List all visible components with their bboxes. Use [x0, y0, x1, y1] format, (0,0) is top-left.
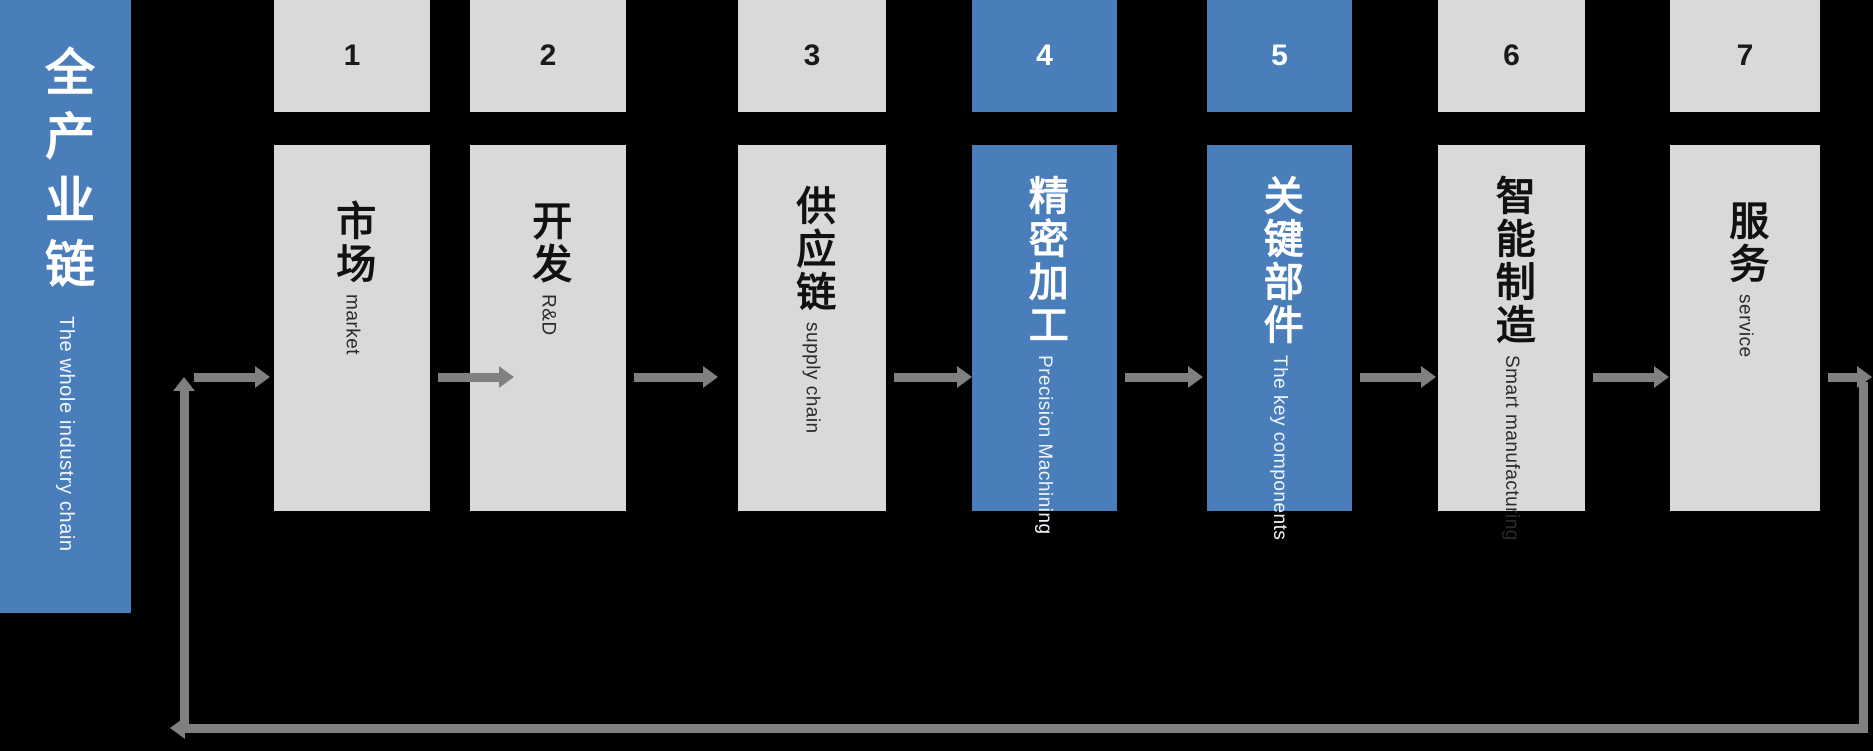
step-1-label-cn: 市场: [330, 200, 375, 286]
banner-title-cn: 全产业链: [38, 46, 94, 302]
step-4-number: 4: [972, 0, 1117, 112]
step-2-number: 2: [470, 0, 626, 112]
step-3-body[interactable]: 供应链 supply chain: [738, 145, 886, 511]
step-4-label-en: Precision Machining: [1034, 355, 1055, 535]
arrow-step-3-to-4: [894, 366, 972, 388]
step-7-label-cn: 服务: [1723, 200, 1768, 286]
step-2-body[interactable]: 开发 R&D: [470, 145, 626, 511]
feedback-arrow-up: [173, 377, 195, 728]
step-3-number: 3: [738, 0, 886, 112]
step-5-number: 5: [1207, 0, 1352, 112]
step-5[interactable]: 5 关键部件 The key components: [1207, 0, 1352, 540]
feedback-line-right: [1859, 382, 1868, 729]
step-6[interactable]: 6 智能制造 Smart manufacturing: [1438, 0, 1585, 541]
step-7[interactable]: 7 服务 service: [1670, 0, 1820, 511]
step-2-label-cn: 开发: [526, 200, 571, 286]
arrow-entry-to-step-1: [194, 366, 270, 388]
step-6-number: 6: [1438, 0, 1585, 112]
industry-chain-banner: 全产业链 The whole industry chain: [0, 0, 131, 613]
step-4-label-cn: 精密加工: [1022, 175, 1067, 347]
step-3-label-en: supply chain: [801, 322, 823, 434]
feedback-arrow-bottom: [170, 717, 1868, 739]
arrow-step-5-to-6: [1360, 366, 1436, 388]
step-5-label-cn: 关键部件: [1257, 175, 1302, 347]
step-1-label-en: market: [341, 294, 363, 356]
step-6-body[interactable]: 智能制造 Smart manufacturing: [1438, 145, 1585, 541]
step-6-label-cn: 智能制造: [1489, 175, 1534, 347]
arrow-step-2-to-3: [634, 366, 718, 388]
step-3[interactable]: 3 供应链 supply chain: [738, 0, 886, 511]
arrow-step-4-to-5: [1125, 366, 1203, 388]
step-7-label-en: service: [1734, 294, 1756, 358]
arrow-step-1-to-2: [438, 366, 514, 388]
arrow-step-7-to-loop: [1828, 366, 1872, 388]
step-6-label-en: Smart manufacturing: [1501, 355, 1522, 541]
step-4-body[interactable]: 精密加工 Precision Machining: [972, 145, 1117, 535]
step-4[interactable]: 4 精密加工 Precision Machining: [972, 0, 1117, 535]
step-5-label-en: The key components: [1269, 355, 1290, 541]
step-3-label-cn: 供应链: [790, 185, 835, 314]
step-2-label-en: R&D: [537, 294, 559, 336]
step-7-number: 7: [1670, 0, 1820, 112]
step-1[interactable]: 1 市场 market: [274, 0, 430, 511]
step-5-body[interactable]: 关键部件 The key components: [1207, 145, 1352, 540]
step-7-body[interactable]: 服务 service: [1670, 145, 1820, 511]
banner-subtitle-en: The whole industry chain: [55, 316, 77, 552]
step-2[interactable]: 2 开发 R&D: [470, 0, 626, 511]
arrow-step-6-to-7: [1593, 366, 1669, 388]
step-1-number: 1: [274, 0, 430, 112]
step-1-body[interactable]: 市场 market: [274, 145, 430, 511]
